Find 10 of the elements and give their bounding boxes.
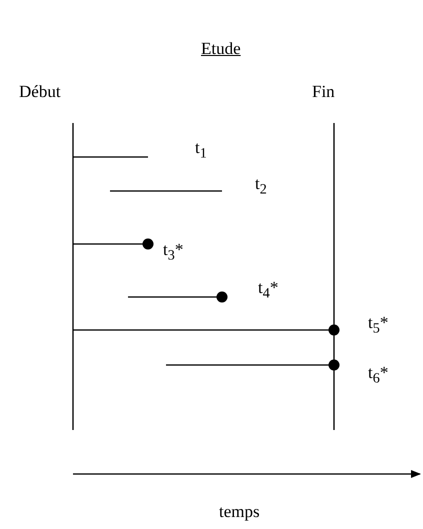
time-label: t$_{2}$ xyxy=(255,175,267,197)
axis-label: temps xyxy=(219,503,260,520)
time-label: t$_{1}$ xyxy=(195,139,207,161)
end-label: Fin xyxy=(312,83,335,100)
time-label: t$_{3}$* xyxy=(163,241,184,263)
time-label: t$_{6}$* xyxy=(368,364,388,386)
time-label: t$_{4}$* xyxy=(258,279,278,301)
time-label: t$_{5}$* xyxy=(368,314,388,336)
start-label: Début xyxy=(19,83,61,100)
title: Etude xyxy=(201,40,241,57)
